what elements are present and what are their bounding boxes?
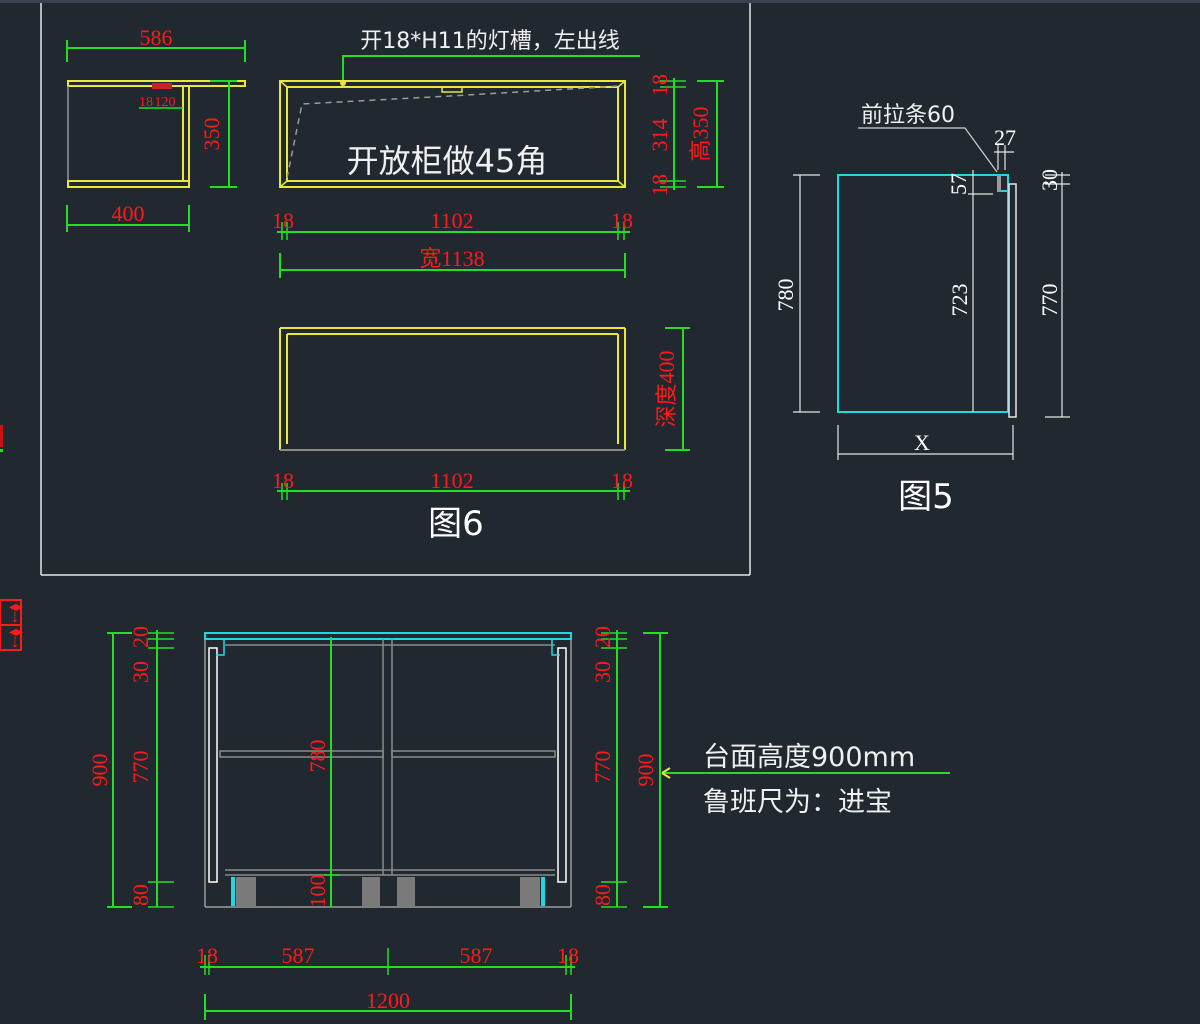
dim-30-fig5: 30 (1037, 169, 1062, 191)
dim-1102: 1102 (430, 208, 473, 233)
fragment-glyph: ⇣ (9, 611, 21, 626)
dim-57: 57 (946, 173, 971, 195)
leg (236, 877, 256, 906)
leg (397, 877, 415, 906)
cabinet-legs (231, 877, 545, 906)
door-left (208, 647, 218, 883)
leg (520, 877, 540, 906)
dim-587-left: 587 (282, 943, 315, 968)
wire-route (286, 85, 621, 179)
leader-arrow (661, 767, 671, 779)
dim-1200: 1200 (366, 988, 410, 1013)
fig6-front-elevation: 开18*H11的灯槽，左出线 开放柜做45角 18 314 18 高350 18… (272, 29, 724, 278)
dim-770-right: 770 (590, 751, 615, 784)
dim-18-slot: 18 (139, 95, 153, 110)
door-right (557, 647, 567, 883)
dim-18-left-bottom: 18 (196, 943, 218, 968)
dim-400: 400 (112, 201, 145, 226)
dim-314: 314 (647, 119, 672, 152)
note-front-rail: 前拉条60 (861, 103, 955, 128)
dim-770-fig5: 770 (1037, 284, 1062, 317)
dim-18-bottom: 18 (647, 174, 672, 196)
dim-780-fig5: 780 (773, 279, 798, 312)
dim-723: 723 (947, 284, 972, 317)
dim-depth-400: 深度400 (654, 350, 679, 427)
shelf-left (219, 750, 384, 758)
fig6-plan-view: 深度400 18 1102 18 图6 (272, 327, 690, 544)
dim-80-left: 80 (128, 884, 153, 906)
dim-1102-plan: 1102 (430, 468, 473, 493)
dim-18-left-plan: 18 (272, 468, 294, 493)
dim-120-slot: 120 (155, 95, 176, 110)
dim-20-left: 20 (128, 626, 153, 648)
countertop (204, 632, 572, 640)
dim-18-right-bottom: 18 (557, 943, 579, 968)
dim-18-right: 18 (611, 208, 633, 233)
dim-100: 100 (305, 875, 330, 908)
dim-30-left: 30 (128, 661, 153, 683)
dim-20-right: 20 (590, 626, 615, 648)
figure6-frame (40, 3, 751, 576)
dim-18-right-plan: 18 (611, 468, 633, 493)
note-45-corner: 开放柜做45角 (347, 142, 548, 180)
fragment-glyph: ⇣ (9, 636, 21, 651)
dim-780: 780 (305, 740, 330, 773)
shelf-right (391, 750, 556, 758)
kickboard-clip (231, 877, 235, 906)
dim-30-right: 30 (590, 661, 615, 683)
dim-18-top: 18 (647, 74, 672, 96)
note-luban-ruler: 鲁班尺为：进宝 (703, 787, 892, 818)
viewport-top-border (0, 0, 1200, 3)
dim-770-left: 770 (128, 751, 153, 784)
dim-80-right: 80 (590, 884, 615, 906)
base-cabinet-elevation: 780 100 900 20 30 770 80 20 30 770 80 90… (87, 626, 950, 1020)
dim-900-right: 900 (633, 754, 658, 787)
figure6-title: 图6 (428, 504, 484, 544)
note-light-slot: 开18*H11的灯槽，左出线 (360, 29, 620, 54)
dim-width-1138: 宽1138 (419, 246, 484, 271)
dim-height-350: 高350 (688, 106, 713, 161)
kickboard-clip (541, 877, 545, 906)
fragment-glyph: ◂▸ (9, 600, 23, 615)
dim-350-side: 350 (199, 118, 224, 151)
dim-18-left: 18 (272, 208, 294, 233)
light-fixture (441, 86, 463, 93)
dim-x: X (914, 430, 930, 455)
dim-587-right: 587 (460, 943, 493, 968)
note-counter-height: 台面高度900mm (703, 742, 915, 773)
fragment-glyph: ◂▸ (9, 625, 23, 640)
leg (362, 877, 380, 906)
figure5: 前拉条60 780 723 57 27 30 770 X 图5 (773, 103, 1070, 517)
dim-27: 27 (994, 125, 1016, 150)
dim-586: 586 (140, 25, 173, 50)
left-edge-fragments: ◂▸ ⇣ ◂▸ ⇣ (0, 425, 23, 651)
door-panel (1008, 183, 1017, 418)
fig6-side-section: 586 18 120 350 400 (66, 25, 246, 232)
dim-900-left: 900 (87, 754, 112, 787)
figure5-title: 图5 (898, 477, 954, 517)
